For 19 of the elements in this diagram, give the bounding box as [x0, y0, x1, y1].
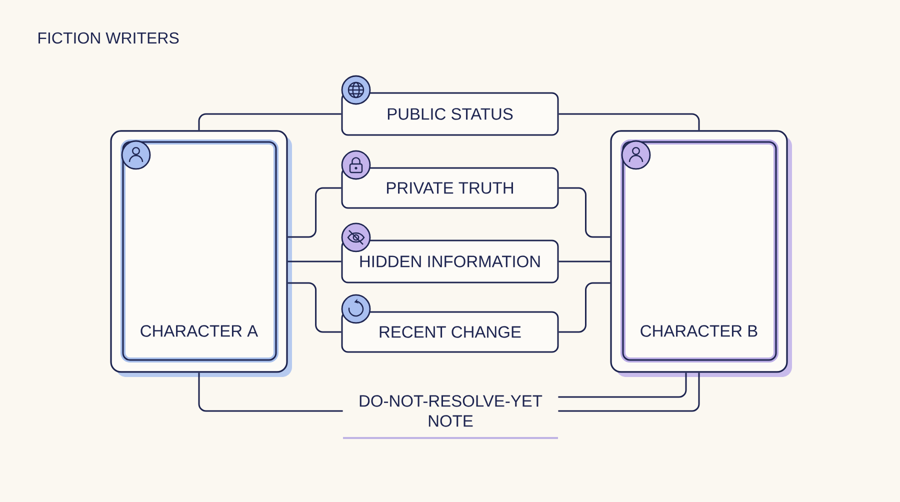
- label-box: HIDDEN INFORMATION: [341, 240, 559, 284]
- connector: [198, 372, 343, 412]
- connector: [558, 282, 610, 333]
- character-card: CHARACTER B: [610, 130, 792, 377]
- connector: [288, 260, 342, 262]
- label-box: RECENT CHANGE: [341, 311, 559, 353]
- connector: [558, 187, 610, 238]
- note-text: DO-NOT-RESOLVE-YET NOTE: [360, 395, 542, 427]
- connector: [558, 372, 687, 398]
- connector: [558, 372, 700, 412]
- connector: [198, 113, 342, 130]
- label-box: PRIVATE TRUTH: [341, 167, 559, 209]
- connector: [558, 260, 610, 262]
- connector: [558, 113, 700, 130]
- label-box: PUBLIC STATUS: [341, 92, 559, 136]
- connector: [288, 187, 342, 238]
- title: FICTION WRITERS: [38, 32, 179, 44]
- character-card: CHARACTER A: [110, 130, 292, 377]
- connector: [288, 282, 342, 333]
